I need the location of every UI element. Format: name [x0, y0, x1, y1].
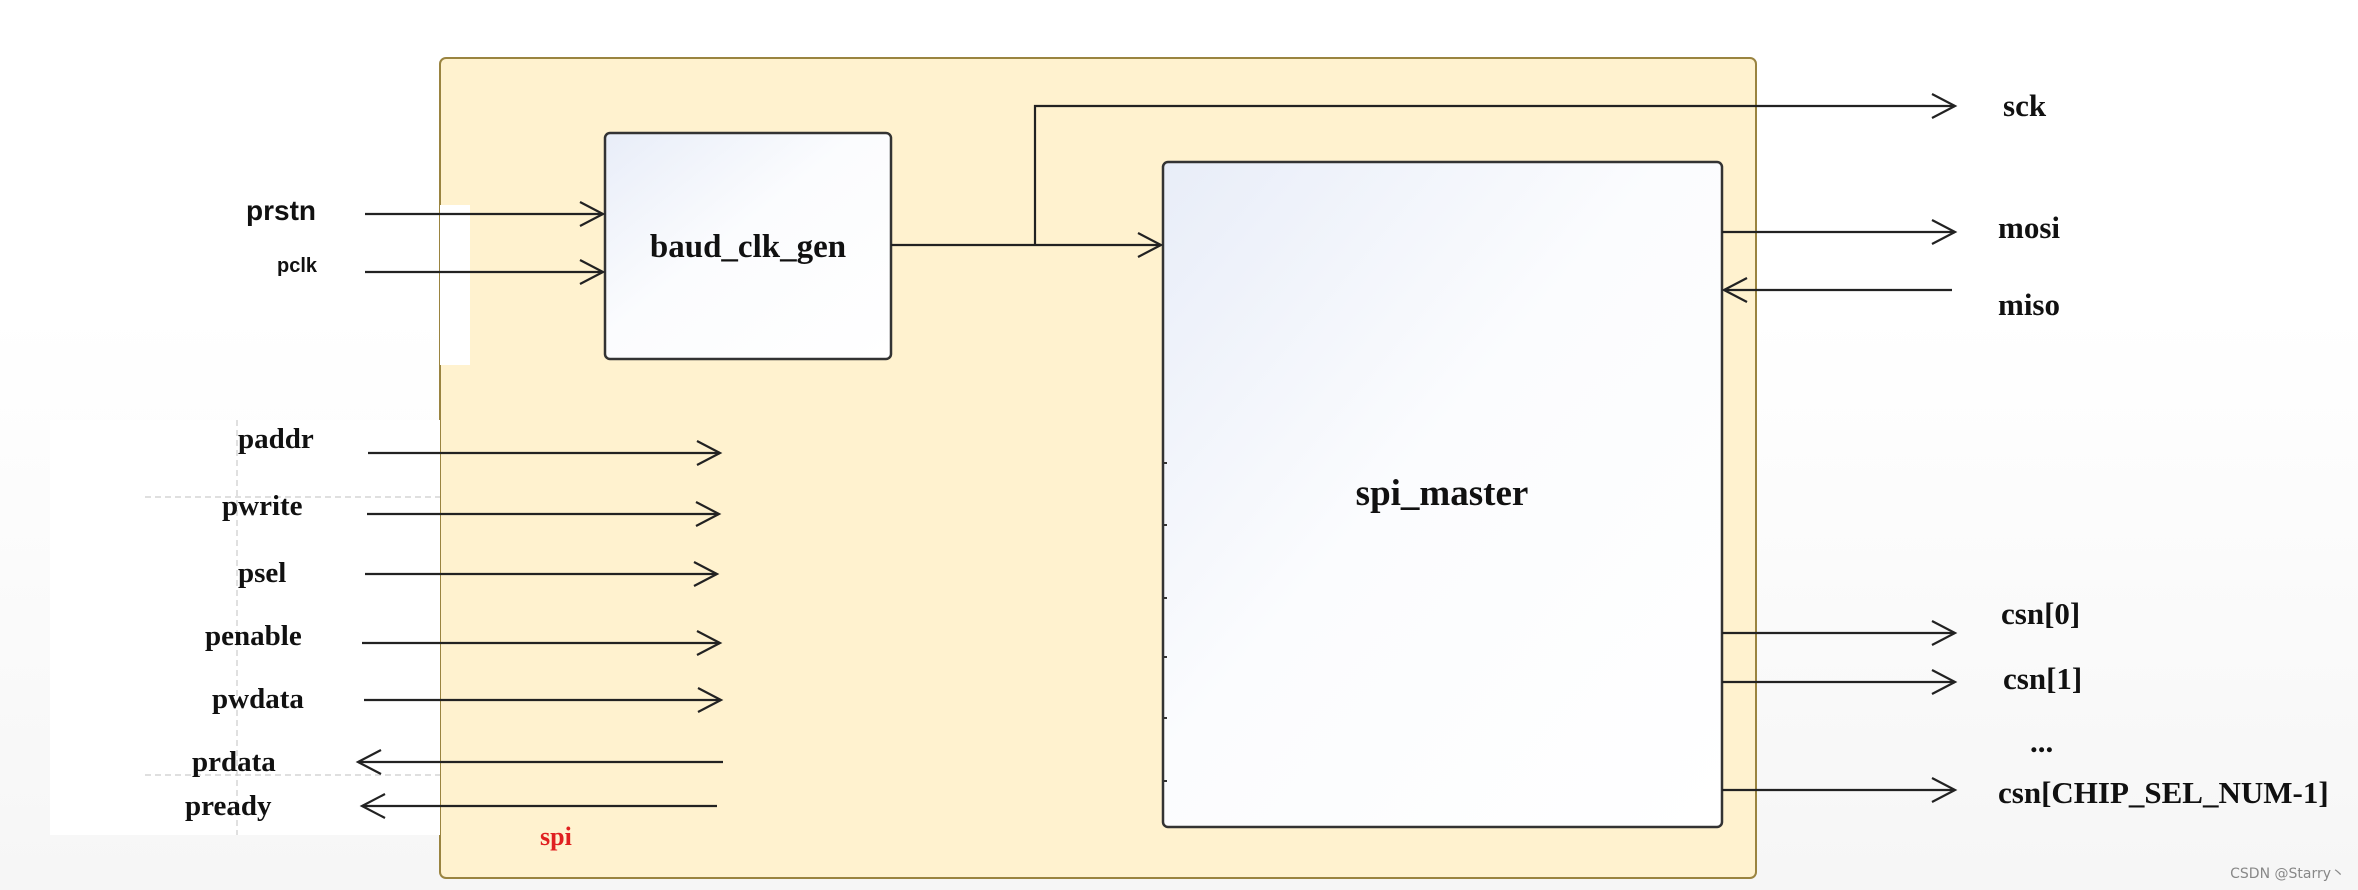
label-csn1: csn[1] — [2003, 661, 2082, 696]
label-miso: miso — [1998, 287, 2060, 322]
arrowhead-csn0 — [1931, 620, 1958, 646]
arrowhead-csn-last — [1931, 777, 1958, 803]
label-penable: penable — [205, 620, 302, 652]
csdn-watermark: CSDN @Starry丶 — [2230, 866, 2345, 882]
label-prstn: prstn — [246, 195, 316, 226]
left-overlay-top — [440, 205, 470, 365]
arrowhead-mosi — [1931, 219, 1958, 245]
left-overlay-bus — [50, 420, 440, 835]
baud-clk-gen-label: baud_clk_gen — [650, 229, 846, 265]
label-sck: sck — [2003, 88, 2047, 123]
arrowhead-prdata — [355, 749, 382, 775]
arrowhead-baud-to-master — [1137, 232, 1164, 258]
label-pclk: pclk — [277, 255, 318, 277]
spi-master-label: spi_master — [1356, 473, 1529, 514]
label-pwdata: pwdata — [212, 683, 304, 715]
label-pwrite: pwrite — [222, 490, 303, 522]
label-paddr: paddr — [238, 423, 314, 455]
wire-sck — [1033, 104, 1955, 245]
label-ellipsis: ... — [2030, 724, 2053, 759]
arrowhead-sck — [1931, 93, 1958, 119]
arrowhead-penable — [696, 630, 723, 656]
label-csn-last: csn[CHIP_SEL_NUM-1] — [1998, 775, 2329, 810]
arrowhead-prstn — [579, 201, 606, 227]
arrowhead-pready — [359, 793, 386, 819]
label-mosi: mosi — [1998, 210, 2060, 245]
arrowhead-psel — [693, 561, 720, 587]
label-psel: psel — [238, 557, 286, 589]
arrowhead-pwdata — [697, 687, 724, 713]
arrowhead-miso — [1721, 277, 1748, 303]
wires — [355, 93, 1958, 819]
spi-master-block — [1161, 160, 1724, 829]
spi-master-pin-ticks — [1163, 462, 1167, 782]
arrowhead-pwrite — [695, 501, 722, 527]
spi-module-label: spi — [540, 822, 572, 851]
arrowhead-csn1 — [1931, 669, 1958, 695]
arrowhead-paddr — [696, 440, 723, 466]
label-prdata: prdata — [192, 746, 276, 778]
label-pready: pready — [185, 790, 272, 822]
label-csn0: csn[0] — [2001, 596, 2080, 631]
arrowhead-pclk — [579, 259, 606, 285]
